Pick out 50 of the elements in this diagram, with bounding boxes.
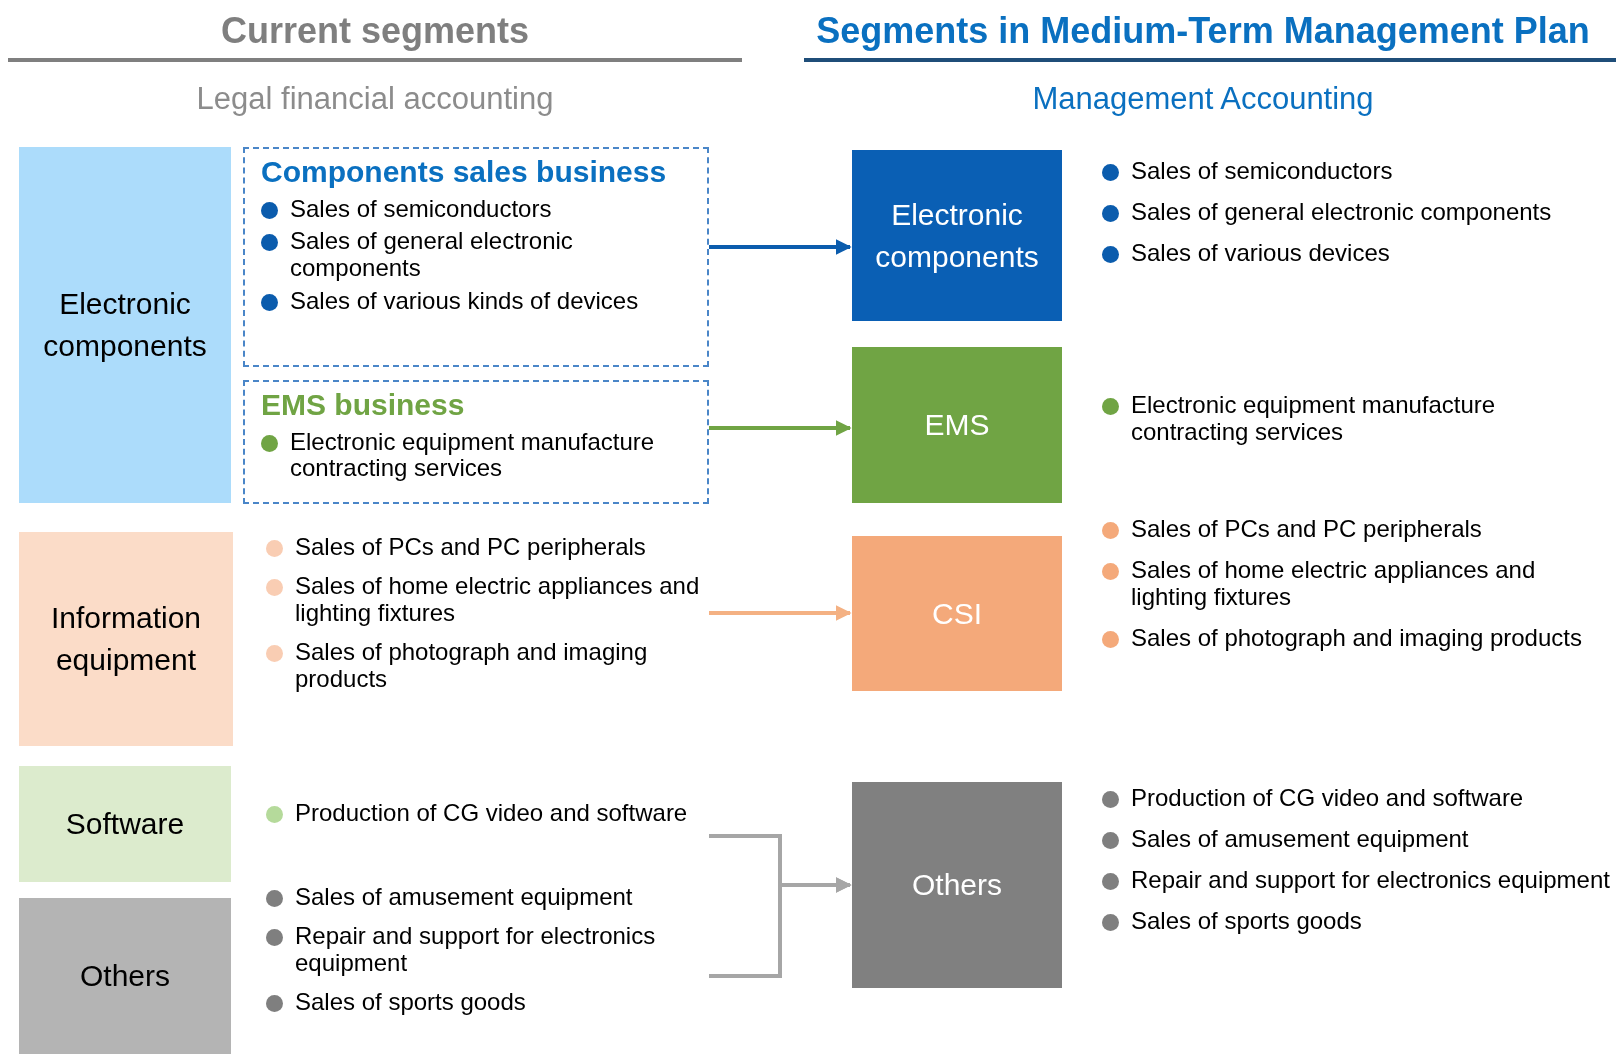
dashed-group-box xyxy=(243,147,709,367)
list-item-text: Sales of various devices xyxy=(1131,239,1390,267)
list-item-text: Sales of home electric appliances and lighting fixtures xyxy=(1131,556,1537,611)
segment-target-box xyxy=(852,347,1062,503)
list-item-text: Sales of PCs and PC peripherals xyxy=(1131,516,1482,543)
segment-box xyxy=(19,766,231,882)
list-item-text: Sales of semiconductors xyxy=(290,195,552,223)
segment-box xyxy=(19,147,231,503)
group-heading: EMS business xyxy=(261,388,466,423)
dashed-group-box xyxy=(243,380,709,504)
subheading: Legal financial accounting xyxy=(195,80,555,118)
segment-label: Electronic components xyxy=(874,196,1040,275)
subheading: Management Accounting xyxy=(1031,80,1375,118)
list-item-text: Sales of general electronic components xyxy=(290,228,574,283)
segment-target-box xyxy=(852,536,1062,691)
list-item-text: Sales of photograph and imaging products xyxy=(1131,624,1582,652)
segment-label: Electronic components xyxy=(42,286,208,364)
segment-label: Software xyxy=(64,806,186,842)
segment-label: EMS xyxy=(923,407,991,443)
segment-target-box xyxy=(852,150,1062,321)
list-item-text: Production of CG video and software xyxy=(1131,785,1524,812)
list-item-text: Repair and support for electronics equipment xyxy=(1131,866,1610,894)
list-item-text: Sales of PCs and PC peripherals xyxy=(295,534,646,561)
segment-box xyxy=(19,532,233,746)
arrow xyxy=(709,420,852,436)
list-item-text: Electronic equipment manufacture contracting services xyxy=(290,428,656,483)
list-item-text: Sales of photograph and imaging products xyxy=(295,638,649,693)
list-item-text: Sales of sports goods xyxy=(1131,907,1362,935)
list-item-text: Sales of general electronic components xyxy=(1131,198,1552,226)
list-item-text: Sales of semiconductors xyxy=(1131,158,1393,185)
segment-box xyxy=(19,898,231,1054)
list-item-text: Electronic equipment manufacture contracting services xyxy=(1131,392,1497,446)
list-item-text: Sales of various kinds of devices xyxy=(290,288,639,315)
segment-label: Information equipment xyxy=(49,600,203,678)
list-item-text: Sales of amusement equipment xyxy=(295,884,633,911)
arrow xyxy=(709,239,852,255)
segment-label: Others xyxy=(911,867,1003,903)
section-heading: Segments in Medium-Term Management Plan xyxy=(815,9,1591,53)
list-item-text: Production of CG video and software xyxy=(295,800,688,827)
segment-target-box xyxy=(852,782,1062,988)
list-item-text: Sales of sports goods xyxy=(295,988,526,1016)
segment-label: Others xyxy=(79,958,171,994)
section-heading: Current segments xyxy=(219,9,531,53)
group-heading: Components sales business xyxy=(261,155,668,190)
list-item-text: Repair and support for electronics equipment xyxy=(295,922,657,977)
segment-label: CSI xyxy=(931,595,983,632)
arrow xyxy=(709,877,852,978)
list-item-text: Sales of amusement equipment xyxy=(1131,825,1469,853)
arrow xyxy=(709,605,852,621)
list-item-text: Sales of home electric appliances and lighting fixtures xyxy=(295,572,701,627)
